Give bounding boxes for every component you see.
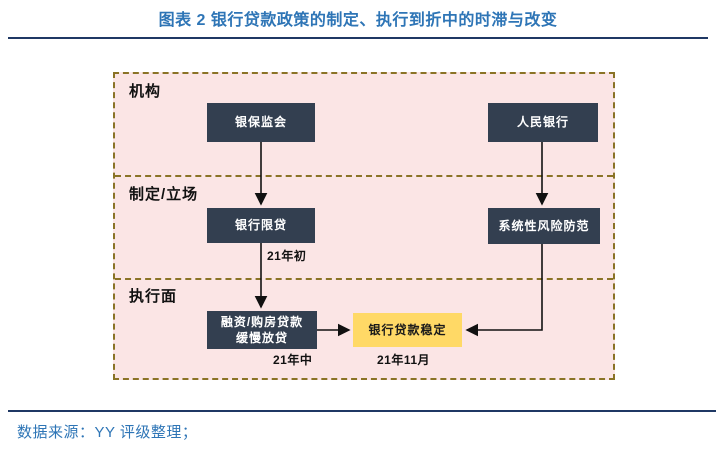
node-cbirc-label: 银保监会 xyxy=(234,115,287,130)
node-pboc-label: 人民银行 xyxy=(516,115,569,130)
node-bank-lending-limit: 银行限贷 xyxy=(207,208,315,243)
flow-arrows xyxy=(254,142,549,337)
node-cbirc: 银保监会 xyxy=(207,103,315,142)
footer-divider-line xyxy=(8,410,716,412)
node-systemic-risk-prevention: 系统性风险防范 xyxy=(488,208,600,244)
lane-label-policy-stance: 制定/立场 xyxy=(129,186,199,203)
node-slow-lending-label-line1: 融资/购房贷款 xyxy=(220,314,304,329)
node-slow-lending: 融资/购房贷款 缓慢放贷 xyxy=(207,311,317,349)
node-bank-loans-stable-label: 银行贷款稳定 xyxy=(368,322,447,337)
time-label-early-2021: 21年初 xyxy=(267,249,307,263)
flowchart-panel: 机构 制定/立场 执行面 银保监会 人民银行 银行限贷 系统性风险防范 融资/购… xyxy=(113,72,615,380)
node-pboc: 人民银行 xyxy=(488,103,598,142)
data-source-note: 数据来源：YY 评级整理； xyxy=(17,424,198,441)
lane-label-institutions: 机构 xyxy=(129,83,162,100)
lane-label-execution: 执行面 xyxy=(129,288,178,305)
lane-divider-policy-execution xyxy=(115,278,613,280)
lane-divider-institutions-policy xyxy=(115,175,613,177)
title-divider-line xyxy=(8,37,708,39)
time-label-mid-2021: 21年中 xyxy=(273,353,313,367)
node-bank-lending-limit-label: 银行限贷 xyxy=(234,218,287,233)
figure-title: 图表 2 银行贷款政策的制定、执行到折中的时滞与改变 xyxy=(158,12,558,29)
node-systemic-risk-prevention-label: 系统性风险防范 xyxy=(498,218,590,233)
node-slow-lending-label-line2: 缓慢放贷 xyxy=(235,331,288,345)
node-bank-loans-stable: 银行贷款稳定 xyxy=(353,313,462,347)
time-label-nov-2021: 21年11月 xyxy=(377,353,431,367)
